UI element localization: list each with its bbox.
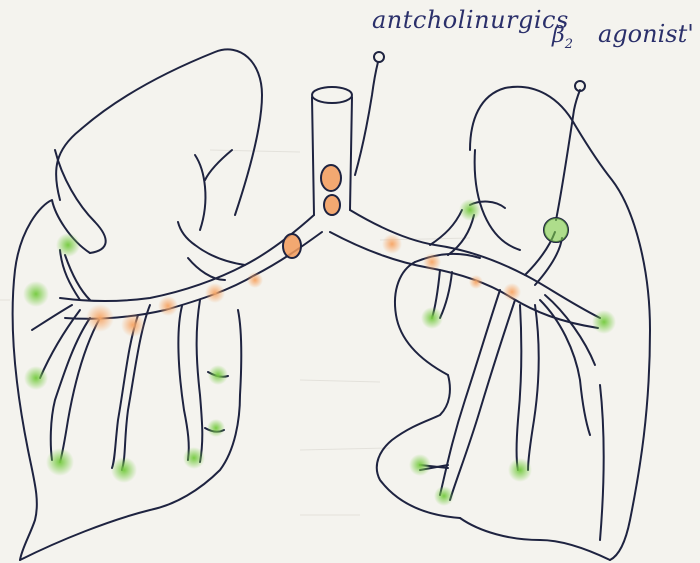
green-dot	[409, 454, 431, 476]
beta2-receptors	[23, 199, 616, 506]
orange-dot	[382, 234, 402, 254]
anticholinergic-receptors	[86, 165, 521, 337]
green-dot	[459, 199, 481, 221]
left-lung	[13, 49, 262, 560]
green-dot	[592, 310, 616, 334]
green-dot	[508, 458, 532, 482]
orange-dot	[469, 275, 483, 289]
green-dot	[23, 281, 49, 307]
beta-subscript: 2	[565, 37, 573, 52]
orange-dot	[158, 296, 178, 316]
trachea-receptor-upper	[321, 165, 341, 191]
beta2-label: β2	[552, 20, 573, 52]
left-bronchus-receptor	[283, 234, 301, 258]
orange-dot	[86, 304, 114, 332]
green-dot	[434, 486, 454, 506]
orange-dot	[247, 272, 263, 288]
bronchial-tree	[32, 52, 600, 500]
orange-dot	[121, 313, 145, 337]
orange-dot	[423, 253, 441, 271]
green-dot	[421, 307, 443, 329]
green-dot	[183, 447, 205, 469]
orange-dot	[205, 283, 225, 303]
anticholinergics-label: antcholinurgics	[372, 6, 569, 34]
trachea-receptor-lower	[324, 195, 340, 215]
orange-dot	[503, 283, 521, 301]
beta-symbol: β	[552, 23, 565, 48]
green-dot	[46, 448, 74, 476]
agonist-label: agonist'	[598, 20, 694, 48]
beta2-ring-fill	[544, 218, 568, 242]
green-dot	[56, 233, 80, 257]
green-dot	[208, 365, 228, 385]
green-dot	[24, 366, 48, 390]
green-dot	[207, 419, 225, 437]
green-dot	[111, 457, 137, 483]
